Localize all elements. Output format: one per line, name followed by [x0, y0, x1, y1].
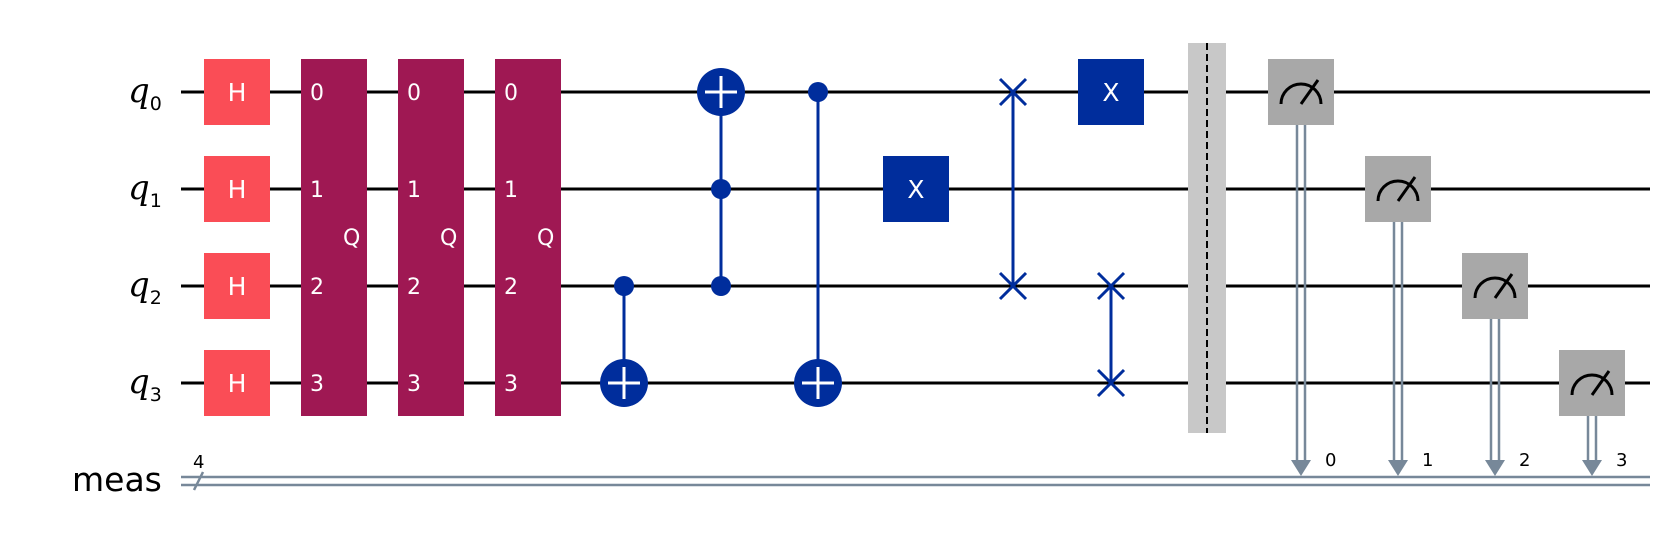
q-block-pin: 1 — [407, 178, 421, 203]
cx-gate-q2-q3[interactable] — [600, 276, 648, 407]
ccx-gate-q1-q2-q0[interactable] — [697, 68, 745, 296]
h-gate-q1[interactable] — [204, 156, 270, 222]
meter-icon — [1376, 176, 1420, 202]
control-dot — [711, 276, 731, 296]
cx-gate-q0-q3[interactable] — [794, 82, 842, 407]
meter-icon — [1473, 273, 1517, 299]
qubit-label-2: q2 — [128, 265, 162, 309]
h-gate-label: H — [228, 369, 247, 398]
q-block-label: Q — [537, 226, 554, 251]
q-block-label: Q — [440, 226, 457, 251]
qubit-label-0: q0 — [128, 71, 162, 115]
x-gate-q0[interactable]: X — [1078, 59, 1144, 125]
q-block-1[interactable]: 0 1 2 3 Q — [301, 59, 367, 416]
barrier — [1188, 43, 1226, 433]
control-dot — [711, 179, 731, 199]
clbit-label: 0 — [1325, 450, 1336, 471]
register-width-slash — [192, 471, 205, 491]
swap-cross-icon — [998, 77, 1028, 107]
q-block-pin: 0 — [310, 81, 324, 106]
h-gate-label: H — [228, 78, 247, 107]
qubit-label-3: q3 — [128, 362, 162, 406]
x-gate-q1[interactable]: X — [883, 156, 949, 222]
swap-cross-icon — [1096, 368, 1126, 398]
swap-gate-q2-q3[interactable] — [1096, 271, 1126, 398]
swap-gate-q0-q2[interactable] — [998, 77, 1028, 301]
measure-q0[interactable]: 0 — [1268, 59, 1336, 476]
clbit-label: 3 — [1616, 450, 1627, 471]
x-gate-label: X — [907, 175, 924, 204]
q-block-pin: 2 — [504, 275, 518, 300]
swap-cross-icon — [998, 271, 1028, 301]
meter-icon — [1279, 79, 1323, 105]
q-block-pin: 3 — [310, 372, 324, 397]
q-block-pin: 1 — [504, 178, 518, 203]
control-dot — [614, 276, 634, 296]
control-dot — [808, 82, 828, 102]
register-width: 4 — [193, 452, 204, 473]
x-gate-label: X — [1102, 78, 1119, 107]
hadamard-gates: H H H H — [204, 59, 270, 416]
classical-wire: 4 — [181, 452, 1650, 491]
h-gate-q2[interactable] — [204, 253, 270, 319]
h-gate-q0[interactable] — [204, 59, 270, 125]
q-block-pin: 0 — [504, 81, 518, 106]
q-block-pin: 0 — [407, 81, 421, 106]
clbit-label: 2 — [1519, 450, 1530, 471]
q-block-pin: 2 — [310, 275, 324, 300]
q-block-pin: 1 — [310, 178, 324, 203]
qubit-label-1: q1 — [128, 168, 162, 212]
q-block-pin: 3 — [504, 372, 518, 397]
meter-icon — [1570, 370, 1614, 396]
q-block-3[interactable]: 0 1 2 3 Q — [495, 59, 561, 416]
q-block-label: Q — [343, 226, 360, 251]
q-block-pin: 2 — [407, 275, 421, 300]
h-gate-label: H — [228, 272, 247, 301]
clbit-label: 1 — [1422, 450, 1433, 471]
measure-q2[interactable]: 2 — [1462, 253, 1530, 476]
qubit-labels: q0 q1 q2 q3 meas — [72, 71, 162, 499]
q-block-pin: 3 — [407, 372, 421, 397]
q-block-2[interactable]: 0 1 2 3 Q — [398, 59, 464, 416]
classical-register-label: meas — [72, 460, 162, 499]
swap-cross-icon — [1096, 271, 1126, 301]
h-gate-q3[interactable] — [204, 350, 270, 416]
measure-q1[interactable]: 1 — [1365, 156, 1433, 476]
h-gate-label: H — [228, 175, 247, 204]
measure-q3[interactable]: 3 — [1559, 350, 1627, 476]
